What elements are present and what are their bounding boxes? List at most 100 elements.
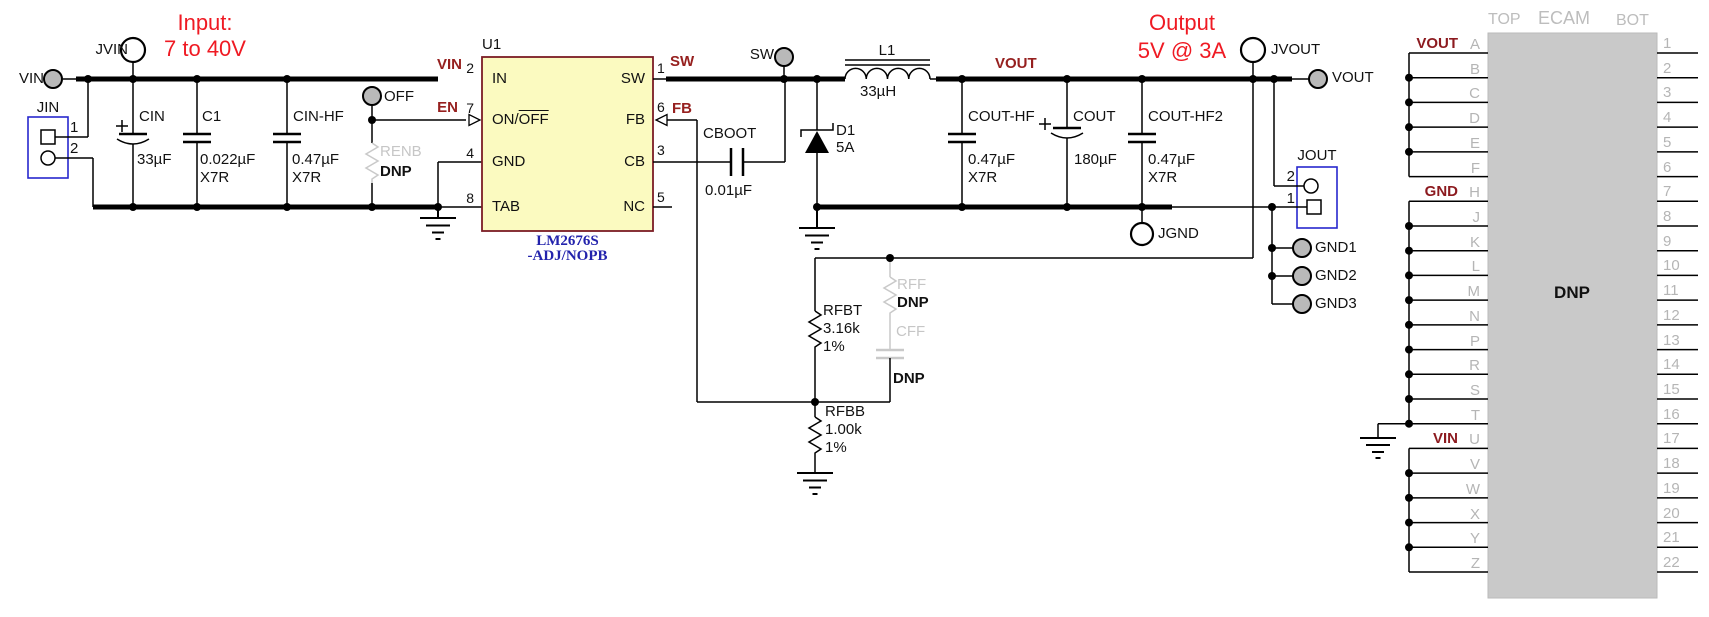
gnd1-label: GND1 [1315, 239, 1357, 256]
ecam-gnd-net-label: GND [1424, 183, 1458, 200]
couthf-value-label: 0.47µF [968, 151, 1015, 168]
ecam-row-letter: P [1469, 332, 1480, 350]
rfbb-resistor-symbol [807, 416, 823, 457]
ecam-row-number: 18 [1663, 455, 1680, 473]
jout-label: JOUT [1297, 147, 1337, 164]
vin-net-label: VIN [436, 56, 462, 73]
ecam-row-letter: T [1470, 406, 1480, 424]
vin-terminal-label: VIN [18, 70, 44, 87]
jvout-label: JVOUT [1271, 41, 1321, 58]
couthf2-ref-label: COUT-HF2 [1148, 108, 1223, 125]
jin-pin1-label: 1 [70, 119, 79, 136]
rfbb-ref-label: RFBB [825, 403, 866, 420]
ecam-row-number: 1 [1663, 35, 1672, 52]
u1-pin-sw-label: SW [620, 70, 645, 87]
u1-num-gnd: 4 [466, 145, 474, 161]
d1-value-label: 5A [836, 139, 855, 156]
rff-resistor-symbol [882, 276, 898, 317]
gnd3-label: GND3 [1315, 295, 1357, 312]
ecam-row-letter: V [1469, 456, 1480, 474]
ecam-row-letter: X [1469, 505, 1480, 523]
cboot-capacitor-symbol [653, 79, 786, 176]
c1-ref-label: C1 [202, 108, 222, 125]
ecam-bot-label: BOT [1616, 12, 1649, 29]
en-net-label: EN [437, 99, 458, 116]
u1-num-fb: 6 [657, 99, 665, 115]
ecam-buses [1377, 53, 1410, 572]
c1-value-label: 0.022µF [200, 151, 256, 168]
rfbb-value-label: 1.00k [825, 421, 862, 438]
jin-label: JIN [36, 99, 60, 116]
d1-ref-label: D1 [836, 122, 856, 139]
junction-dots [84, 75, 1278, 406]
u1-pin-onoff-label: ON/OFF [492, 111, 549, 128]
ecam-row-letter: Z [1470, 554, 1480, 572]
rff-ref-label: RFF [897, 276, 927, 293]
u1-pin-tab-label: TAB [492, 198, 521, 215]
fb-wires [654, 113, 698, 402]
ecam-row-number: 19 [1663, 479, 1680, 497]
ecam-row-number: 21 [1663, 529, 1680, 547]
jin-connector-symbol [27, 79, 94, 207]
jvin-label: JVIN [95, 41, 128, 58]
u1-pin-nc-label: NC [623, 198, 645, 215]
renb-dnp-label: DNP [380, 163, 412, 180]
ground-symbol-d1 [799, 207, 835, 250]
cin-value-label: 33µF [137, 151, 172, 168]
couthf2-capacitor-symbol [1128, 79, 1156, 207]
cout-ref-label: COUT [1073, 108, 1116, 125]
ecam-row-letter: C [1469, 85, 1480, 103]
u1-pin-cb-label: CB [624, 153, 645, 170]
u1-num-onoff: 7 [466, 100, 474, 116]
cinhf-type-label: X7R [292, 169, 322, 186]
fb-arrow [654, 113, 668, 127]
vout-net-label: VOUT [995, 55, 1037, 72]
ecam-row-number: 11 [1663, 282, 1679, 300]
u1-num-nc: 5 [657, 189, 665, 205]
en-arrow [468, 113, 482, 127]
u1-ref-label: U1 [482, 36, 502, 53]
cin-ref-label: CIN [139, 108, 165, 125]
gnd2-label: GND2 [1315, 267, 1357, 284]
ecam-row-letter: H [1469, 184, 1480, 202]
off-testpoint-label: OFF [384, 88, 414, 105]
jout-pin2-label: 2 [1286, 168, 1295, 185]
u1-partnumber-line1: LM2676S [536, 233, 599, 249]
renb-ref-label: RENB [380, 143, 422, 160]
u1-ic-body [481, 56, 654, 232]
c1-capacitor-symbol [183, 79, 211, 207]
cout-value-label: 180µF [1074, 151, 1117, 168]
ecam-row-number: 4 [1663, 109, 1672, 127]
couthf2-type-label: X7R [1148, 169, 1178, 186]
u1-pin-in-label: IN [492, 70, 507, 87]
u1-num-in: 2 [466, 60, 474, 76]
ecam-row-number: 6 [1663, 158, 1672, 176]
rfbt-ref-label: RFBT [823, 302, 863, 319]
jout-pin1-label: 1 [1286, 190, 1295, 207]
ecam-row-letter: M [1467, 283, 1481, 301]
ecam-row-number: 10 [1663, 257, 1680, 275]
jvin-testpoint [119, 36, 147, 79]
u1-pin-gnd-label: GND [492, 153, 526, 170]
ecam-row-number: 5 [1663, 133, 1672, 151]
ecam-row-letter: D [1469, 110, 1480, 128]
u1-num-cb: 3 [657, 142, 665, 158]
u1-num-tab: 8 [466, 190, 474, 206]
rfbt-value-label: 3.16k [823, 320, 860, 337]
couthf-capacitor-symbol [948, 79, 976, 207]
ecam-top-label: TOP [1488, 11, 1521, 28]
ecam-row-number: 16 [1663, 405, 1680, 423]
cin-capacitor-symbol [116, 79, 150, 207]
cff-dnp-label: DNP [893, 370, 925, 387]
ecam-row-letter: Y [1469, 530, 1480, 548]
ecam-dnp-label: DNP [1554, 283, 1590, 302]
cinhf-capacitor-symbol [273, 79, 301, 207]
couthf-type-label: X7R [968, 169, 998, 186]
vout-testpoint-label: VOUT [1332, 69, 1374, 86]
ecam-row-number: 7 [1663, 183, 1672, 201]
u1-gnd-tab-wires [437, 161, 482, 208]
output-banner-line2: 5V @ 3A [1137, 38, 1227, 63]
jin-pin2-label: 2 [70, 140, 79, 157]
jvout-testpoint [1239, 36, 1267, 79]
ecam-row-letter: S [1469, 381, 1480, 399]
